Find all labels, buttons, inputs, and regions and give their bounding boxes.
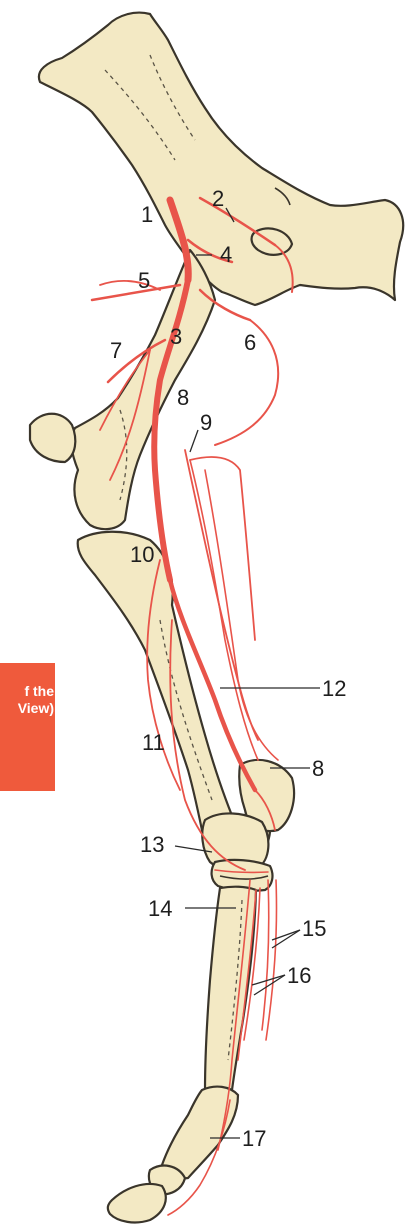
label-16: 16 (287, 963, 311, 988)
label-13: 13 (140, 832, 164, 857)
label-14: 14 (148, 896, 172, 921)
label-17: 17 (242, 1126, 266, 1151)
branch-5 (92, 285, 180, 300)
branch-5b (100, 281, 160, 290)
label-11: 11 (142, 730, 165, 755)
phalanges-bone (108, 1087, 238, 1223)
label-4: 4 (220, 242, 232, 267)
label-1: 1 (141, 202, 153, 227)
label-6: 6 (244, 330, 256, 355)
branch-9c (205, 470, 278, 760)
label-8: 8 (177, 385, 189, 410)
tibia-bone (78, 532, 294, 872)
saphenous-branch-8 (185, 450, 258, 740)
label-10: 10 (130, 542, 154, 567)
metatarsus-bone (205, 887, 256, 1093)
label-15: 15 (302, 916, 326, 941)
label-5: 5 (138, 268, 150, 293)
label-12: 12 (322, 676, 346, 701)
label-3: 3 (170, 324, 182, 349)
branch-9 (190, 457, 255, 640)
label-9: 9 (200, 410, 212, 435)
label-8-distal: 8 (312, 756, 324, 781)
label-2: 2 (212, 186, 224, 211)
label-7: 7 (110, 338, 122, 363)
branch-15a (262, 880, 269, 1030)
